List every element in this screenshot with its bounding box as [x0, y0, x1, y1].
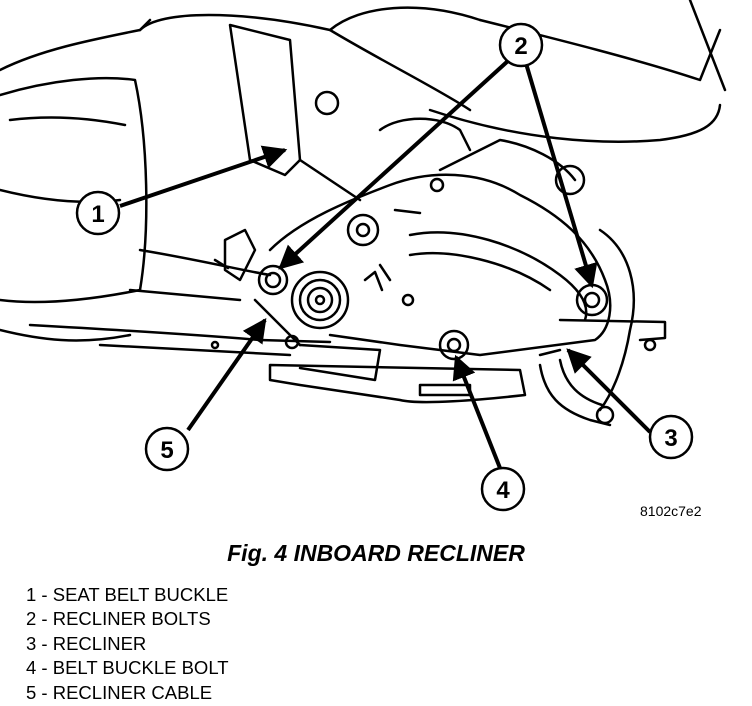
figure-caption: Fig. 4 INBOARD RECLINER	[227, 540, 525, 566]
callout-2-label: 2	[514, 33, 527, 60]
legend: 1 - SEAT BELT BUCKLE 2 - RECLINER BOLTS …	[26, 583, 229, 705]
callout-1-label: 1	[91, 201, 104, 228]
figure-code: 8102c7e2	[640, 503, 702, 519]
recliner-diagram: 1 2 3 4 5	[0, 0, 727, 512]
callout-4: 4	[480, 466, 526, 512]
callout-5: 5	[144, 426, 190, 472]
callout-2: 2	[498, 22, 544, 68]
callout-4-label: 4	[496, 477, 510, 504]
leader-lines	[119, 48, 652, 469]
callout-3-label: 3	[664, 425, 677, 452]
callout-1: 1	[75, 190, 121, 236]
legend-item: 4 - BELT BUCKLE BOLT	[26, 657, 229, 679]
callout-5-label: 5	[160, 437, 173, 464]
legend-item: 5 - RECLINER CABLE	[26, 681, 213, 703]
legend-item: 2 - RECLINER BOLTS	[26, 608, 211, 630]
legend-item: 3 - RECLINER	[26, 632, 147, 654]
legend-item: 1 - SEAT BELT BUCKLE	[26, 584, 229, 605]
callout-3: 3	[648, 414, 694, 460]
